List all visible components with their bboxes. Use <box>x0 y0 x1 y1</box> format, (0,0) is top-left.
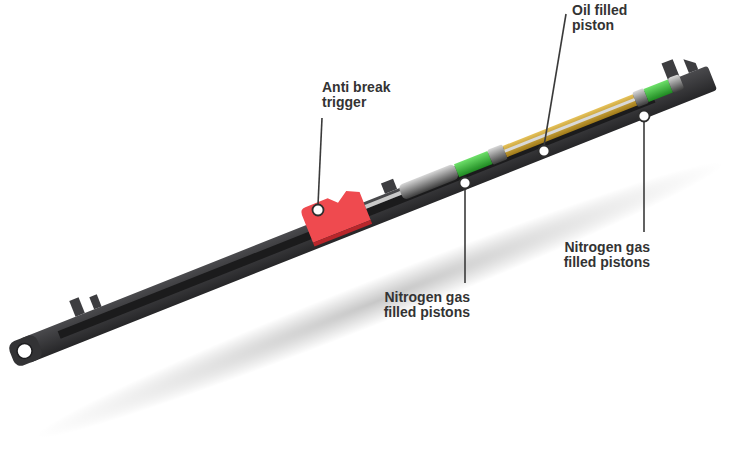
callout-label: Nitrogen gas filled pistons <box>358 290 470 320</box>
callout-dots <box>313 111 650 216</box>
callout-label: Anti break trigger <box>322 80 402 110</box>
callout-label: Oil filled piston <box>572 3 646 33</box>
rail <box>0 48 717 368</box>
callout-label: Nitrogen gas filled pistons <box>538 240 650 270</box>
